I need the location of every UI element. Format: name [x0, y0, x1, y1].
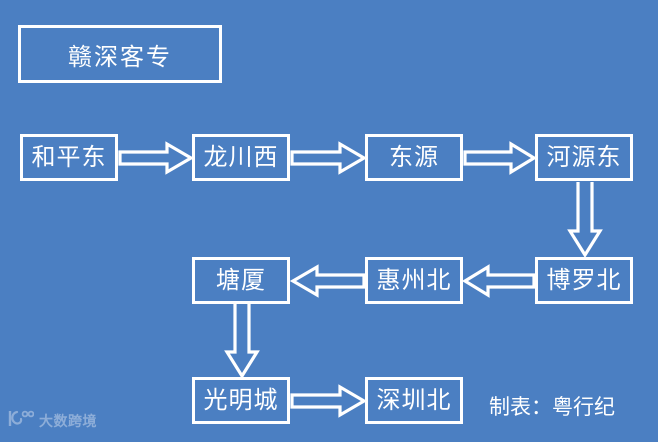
watermark-text: 大数跨境	[39, 413, 97, 429]
arrow-heping-dong-to-longchuan-xi	[118, 141, 195, 175]
arrow-dongyuan-to-heyuan-dong	[463, 141, 538, 175]
station-node-huizhou-bei[interactable]: 惠州北	[365, 257, 463, 304]
station-label: 光明城	[203, 386, 279, 414]
k-loop-logo-icon	[8, 410, 35, 432]
station-node-boluo-bei[interactable]: 博罗北	[535, 257, 633, 304]
station-node-guangmingcheng[interactable]: 光明城	[192, 377, 290, 424]
arrow-longchuan-xi-to-dongyuan	[290, 141, 368, 175]
station-node-tangxia[interactable]: 塘厦	[192, 257, 290, 304]
arrow-guangmingcheng-to-shenzhen-bei	[290, 384, 368, 418]
watermark: 大数跨境	[8, 410, 97, 432]
arrow-boluo-bei-to-huizhou-bei	[461, 264, 536, 298]
station-label: 惠州北	[376, 266, 452, 294]
station-label: 塘厦	[216, 266, 266, 294]
station-label: 东源	[389, 143, 439, 171]
station-node-shenzhen-bei[interactable]: 深圳北	[365, 377, 463, 424]
arrow-tangxia-to-guangmingcheng	[224, 303, 260, 380]
credit-text: 制表：粤行纪	[489, 396, 615, 419]
station-label: 和平东	[31, 143, 107, 171]
arrow-huizhou-bei-to-tangxia	[289, 264, 366, 298]
station-label: 博罗北	[546, 266, 622, 294]
station-node-dongyuan[interactable]: 东源	[365, 134, 463, 181]
station-label: 龙川西	[203, 143, 279, 171]
station-node-heyuan-dong[interactable]: 河源东	[535, 134, 633, 181]
station-label: 河源东	[546, 143, 622, 171]
diagram-title: 赣深客专	[68, 43, 172, 71]
station-label: 深圳北	[376, 386, 452, 414]
arrow-heyuan-dong-to-boluo-bei	[567, 181, 603, 259]
station-node-longchuan-xi[interactable]: 龙川西	[192, 134, 290, 181]
station-node-heping-dong[interactable]: 和平东	[20, 134, 118, 181]
diagram-title-box: 赣深客专	[18, 25, 222, 83]
